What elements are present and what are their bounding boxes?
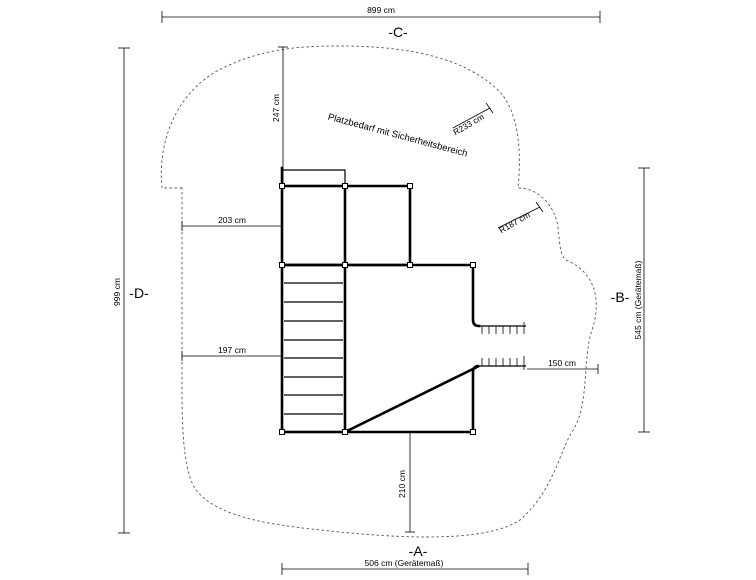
- radius-upper-label: R233 cm: [451, 112, 485, 138]
- dim-bottom-width-label: 506 cm (Gerätemaß): [365, 558, 444, 568]
- dim-left-upper-clearance-label: 203 cm: [218, 215, 246, 225]
- dim-top-width: [161, 11, 601, 23]
- radius-lower-label: R187 cm: [497, 210, 531, 236]
- side-label-b: -B-: [611, 289, 630, 305]
- ladder-frame: [280, 263, 347, 434]
- dim-right-clearance: [527, 364, 599, 374]
- dim-left-height: [118, 47, 130, 534]
- dim-left-lower-clearance: [181, 351, 282, 361]
- side-label-d: -D-: [129, 285, 149, 301]
- platform-upper-left: [280, 184, 347, 267]
- dim-bottom-clearance-label: 210 cm: [397, 470, 407, 498]
- dim-right-clearance-label: 150 cm: [548, 358, 576, 368]
- posts: [279, 183, 476, 435]
- platform-main: [343, 263, 481, 434]
- radius-marker-lower: [497, 201, 544, 229]
- platform-upper-right: [343, 184, 412, 267]
- comb-upper: [476, 322, 526, 334]
- dim-left-height-label: 999 cm: [112, 278, 122, 306]
- dim-top-width-label: 899 cm: [367, 5, 395, 15]
- dim-left-upper-clearance: [181, 221, 282, 231]
- ladder-rungs: [284, 282, 343, 415]
- dim-top-clearance: [278, 46, 288, 183]
- dim-bottom-clearance: [405, 433, 415, 533]
- safety-area-outline: [160, 45, 597, 538]
- dim-right-height: [638, 167, 650, 433]
- side-label-a: -A-: [409, 543, 428, 559]
- area-label: Platzbedarf mit Sicherheitsbereich: [327, 112, 469, 160]
- dim-right-height-label: 545 cm (Gerätemaß): [633, 260, 643, 339]
- side-label-c: -C-: [388, 24, 408, 40]
- top-rail: [282, 169, 346, 186]
- comb-lower: [476, 356, 526, 370]
- radius-marker-upper: [452, 102, 494, 129]
- dim-top-clearance-label: 247 cm: [271, 94, 281, 122]
- dim-bottom-width: [281, 563, 529, 575]
- dim-left-lower-clearance-label: 197 cm: [218, 345, 246, 355]
